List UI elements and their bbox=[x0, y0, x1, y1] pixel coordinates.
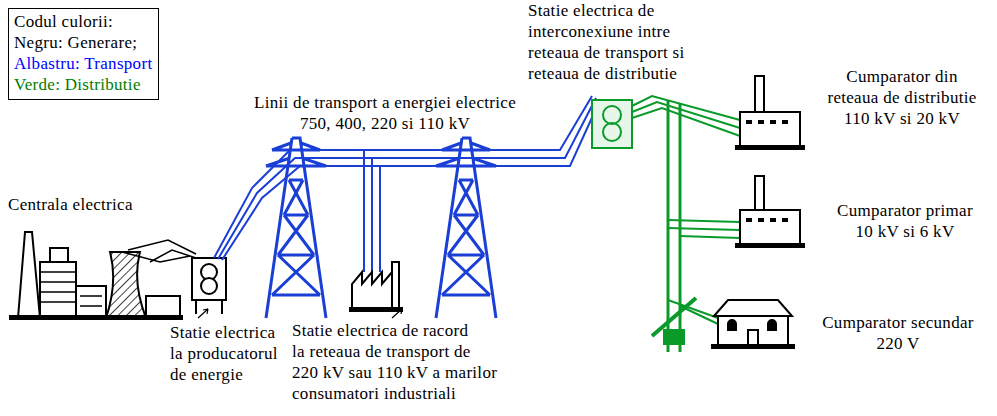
text-line: Codul culorii: bbox=[14, 11, 152, 32]
text-line: consumatori industriali bbox=[292, 383, 497, 404]
text-line: Statie electrica de bbox=[528, 0, 685, 21]
text-line: la producatorul bbox=[170, 343, 278, 364]
transmission-lines bbox=[214, 96, 600, 272]
distribution-consumer bbox=[736, 76, 804, 149]
legend-color-sample: Albastru: Transport bbox=[14, 53, 152, 74]
text-line: interconexiune intre bbox=[528, 21, 685, 42]
substation-caption: Statie electrica de interconexiune intre… bbox=[528, 0, 685, 84]
legend-entry: Negru: Generare; bbox=[14, 33, 137, 52]
consumer-caption: Cumparator secundar 220 V bbox=[822, 312, 974, 354]
interconnection-substation bbox=[592, 100, 632, 148]
producer-transformer bbox=[192, 258, 226, 318]
text-line: Centrala electrica bbox=[8, 194, 133, 215]
text-line: 750, 400, 220 si 110 kV bbox=[254, 113, 516, 134]
legend-title: Codul culorii: bbox=[14, 11, 152, 32]
power-plant bbox=[10, 232, 196, 319]
text-line: Cumparator din bbox=[827, 66, 976, 87]
transmission-tower bbox=[266, 138, 326, 318]
transmission-tower bbox=[436, 138, 496, 318]
text-line: de energie bbox=[170, 364, 278, 385]
substation-caption: Statie electrica de racord la reteaua de… bbox=[292, 320, 497, 404]
text-line: Linii de transport a energiei electrice bbox=[254, 92, 516, 113]
text-line: Cumparator primar bbox=[837, 200, 973, 221]
legend-box: Codul culorii:Negru: Generare; Albastru: … bbox=[8, 8, 159, 100]
text-line: la reteaua de transport de bbox=[292, 341, 497, 362]
text-line: reteaua de distributie bbox=[827, 87, 976, 108]
legend-entry: Albastru: Transport bbox=[14, 54, 152, 73]
text-line: 10 kV si 6 kV bbox=[837, 221, 973, 242]
legend-color-sample: Verde: Distributie bbox=[14, 74, 152, 95]
consumer-caption: Cumparator primar 10 kV si 6 kV bbox=[837, 200, 973, 242]
consumer-caption: Cumparator din reteaua de distributie 11… bbox=[827, 66, 976, 129]
text-line: Statie electrica bbox=[170, 322, 278, 343]
plant-caption: Centrala electrica bbox=[8, 194, 133, 215]
text-line: Statie electrica de racord bbox=[292, 320, 497, 341]
legend-entry: Verde: Distributie bbox=[14, 75, 141, 94]
text-line: 220 kV sau 110 kV a marilor bbox=[292, 362, 497, 383]
primary-consumer bbox=[736, 176, 804, 247]
industrial-consumer bbox=[350, 262, 402, 318]
text-line: 220 V bbox=[822, 333, 974, 354]
text-line: reteaua de distributie bbox=[528, 63, 685, 84]
substation-caption: Statie electrica la producatorul de ener… bbox=[170, 322, 278, 385]
secondary-consumer-house bbox=[712, 300, 794, 348]
text-line: reteaua de transport si bbox=[528, 42, 685, 63]
legend-color-sample: Negru: Generare; bbox=[14, 32, 152, 53]
text-line: Cumparator secundar bbox=[822, 312, 974, 333]
text-line: 110 kV si 20 kV bbox=[827, 108, 976, 129]
lines-caption: Linii de transport a energiei electrice … bbox=[254, 92, 516, 134]
